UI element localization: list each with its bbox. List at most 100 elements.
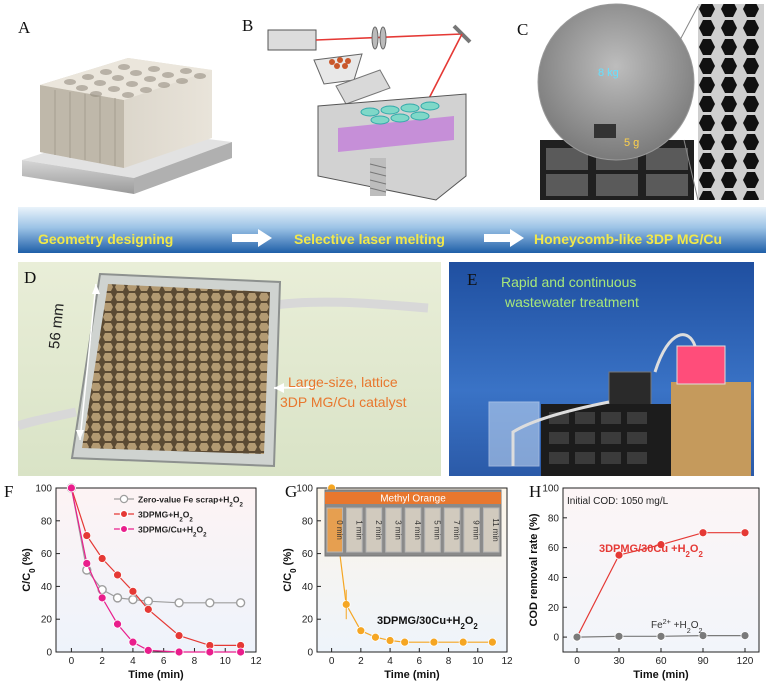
y-tick-label: 0 (553, 633, 559, 644)
panel-a: A (0, 0, 240, 205)
panel-label-g: G (285, 482, 298, 501)
data-point (174, 647, 184, 657)
arrow-right-icon (232, 229, 272, 247)
data-point (174, 598, 184, 608)
x-tick-label: 8 (192, 656, 198, 667)
x-axis-label: Time (min) (384, 669, 440, 681)
data-point (371, 632, 380, 642)
y-axis-label: C/C0 (%) (282, 548, 298, 592)
x-axis-label: Time (min) (128, 669, 184, 681)
inset-vial-label: 11 min (491, 518, 500, 541)
panel-d: D 56 mm Large-size, lattice 3DP MG/Cu ca… (18, 262, 441, 476)
callout-line-1: Large-size, lattice (288, 374, 398, 390)
plot-area (562, 487, 760, 653)
legend-entry: Zero-value Fe scrap+H2O2 (138, 495, 243, 509)
inset-vial-label: 1 min (354, 520, 363, 540)
y-tick-label: 60 (302, 549, 314, 560)
treatment-setup-photo (488, 333, 751, 476)
data-point (113, 619, 122, 629)
legend-marker (119, 494, 129, 504)
legend-entry: 3DPMG+H2O2 (138, 510, 193, 524)
inset-vial-label: 0 min (335, 520, 344, 540)
step-honeycomb-3dp: Honeycomb-like 3DP MG/Cu (534, 231, 723, 247)
data-point (66, 483, 76, 493)
data-point (128, 637, 138, 647)
y-tick-label: 40 (302, 582, 314, 593)
x-tick-label: 4 (130, 656, 136, 667)
inset-vial-label: 9 min (472, 520, 481, 540)
data-point (656, 540, 666, 550)
weight-label: 5 g (624, 137, 639, 149)
data-point (143, 645, 153, 655)
process-banner: Geometry designing Selective laser melti… (18, 207, 766, 253)
inset-vial (404, 507, 422, 553)
series-label-cu: 3DPMG/30Cu +H2O2 (599, 543, 703, 559)
x-tick-label: 60 (655, 656, 667, 667)
data-point (82, 559, 92, 568)
inset-vial-label: 2 min (374, 520, 383, 540)
series-annotation: 3DPMG/30Cu+H2O2 (377, 615, 478, 631)
y-tick-label: 80 (548, 513, 560, 524)
data-point (656, 631, 666, 641)
y-tick-label: 60 (41, 549, 53, 560)
catalyst-photo (18, 272, 429, 468)
data-point (487, 637, 497, 647)
x-tick-label: 0 (329, 656, 335, 667)
y-tick-label: 0 (307, 648, 313, 659)
data-point (740, 528, 750, 538)
y-axis-label: COD removal rate (%) (528, 513, 540, 626)
y-tick-label: 20 (548, 603, 560, 614)
inset-vial (424, 507, 441, 553)
x-tick-label: 10 (472, 656, 484, 667)
panel-e: E Rapid and continuous wastewater treatm… (449, 262, 754, 476)
data-point (698, 631, 708, 641)
y-axis-label: C/C0 (%) (21, 548, 37, 592)
y-tick-label: 40 (41, 582, 53, 593)
data-point (572, 632, 582, 642)
y-tick-label: 100 (35, 484, 52, 495)
panel-b: B (240, 0, 500, 205)
y-tick-label: 20 (302, 615, 314, 626)
data-point (400, 637, 410, 647)
y-tick-label: 80 (41, 516, 53, 527)
data-point (128, 586, 138, 596)
y-tick-label: 100 (296, 484, 313, 495)
panel-c: C 8 kg 5 g (500, 0, 766, 205)
legend-marker (119, 524, 129, 534)
title-line-2: wastewater treatment (505, 294, 639, 310)
data-point (113, 570, 122, 580)
title-line-1: Rapid and continuous (501, 274, 637, 290)
inset-vial-label: 3 min (393, 520, 402, 540)
data-point (429, 637, 439, 647)
x-tick-label: 0 (69, 656, 75, 667)
x-tick-label: 30 (613, 656, 625, 667)
data-point (174, 631, 184, 641)
data-point (236, 647, 246, 657)
inset-title-bar (325, 492, 501, 504)
x-tick-label: 8 (446, 656, 452, 667)
panel-label-c: C (517, 20, 529, 39)
x-tick-label: 120 (737, 656, 754, 667)
honeycomb-block-render (22, 58, 232, 194)
y-tick-label: 80 (302, 516, 314, 527)
panel-label-a: A (18, 18, 31, 37)
inset-vial (385, 507, 402, 553)
data-point (128, 594, 138, 605)
inset-vial (482, 507, 500, 553)
data-point (82, 531, 92, 540)
panel-label-f: F (4, 482, 14, 501)
inset-title: Methyl Orange (380, 494, 446, 505)
data-point (698, 528, 708, 538)
lattice-photo: 8 kg 5 g (537, 3, 764, 201)
data-point (356, 626, 366, 636)
step-geometry-designing: Geometry designing (38, 231, 174, 247)
data-point (235, 598, 246, 608)
x-tick-label: 12 (250, 656, 262, 667)
data-point (614, 550, 624, 560)
x-axis-label: Time (min) (633, 669, 689, 681)
x-tick-label: 90 (697, 656, 709, 667)
inset-vial (326, 507, 344, 553)
